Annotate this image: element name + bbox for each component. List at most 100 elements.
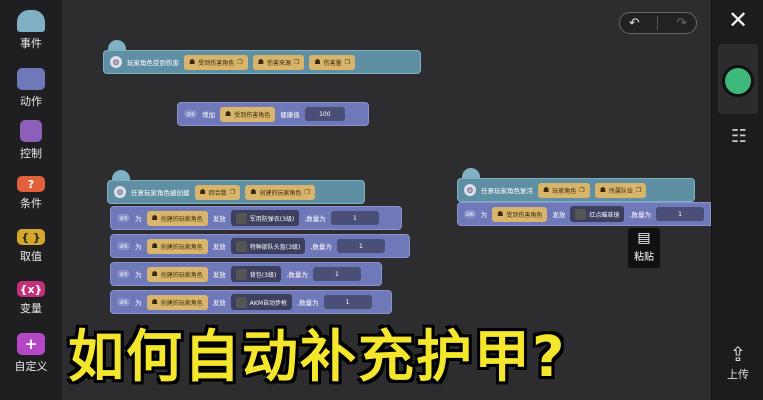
- block-text: 发放: [212, 243, 226, 251]
- category-label: 变量: [20, 302, 42, 315]
- slot-label: 创建的玩家角色: [160, 243, 203, 251]
- param-slot[interactable]: ☗创建的玩家角色: [146, 266, 208, 282]
- param-slot[interactable]: ☗伤害来源❐: [252, 54, 305, 70]
- copy-icon: ❐: [293, 58, 300, 66]
- backpack-icon: [235, 268, 247, 280]
- close-icon: ✕: [727, 6, 749, 34]
- category-variable[interactable]: {x} 变量: [0, 281, 62, 316]
- param-slot[interactable]: ☗玩家角色❐: [538, 182, 590, 198]
- item-label: 特种部队头盔(3级): [249, 243, 301, 251]
- item-selector[interactable]: 背包(3级): [230, 266, 282, 282]
- spr-tag: SPR: [117, 298, 130, 306]
- event-hat: [462, 168, 480, 180]
- divider: [657, 16, 659, 30]
- event-block-player-created[interactable]: ⚙ 任意玩家角色被创建 ☗回合数❐ ☗创建的玩家角色❐: [107, 180, 365, 204]
- param-slot[interactable]: ☗伤害量❐: [309, 54, 356, 70]
- category-value[interactable]: { } 取值: [0, 229, 62, 264]
- block-text: 为: [480, 211, 488, 219]
- action-block-give-item[interactable]: SPR 为 ☗创建的玩家角色 发放 AKM自动步枪 ,数量为 1: [110, 290, 392, 314]
- block-text: ,数量为: [286, 271, 308, 279]
- block-text: ,数量为: [304, 215, 326, 223]
- quantity-input[interactable]: 1: [330, 211, 379, 225]
- block-text: 健康值: [280, 111, 300, 119]
- block-text: 增加: [202, 111, 215, 119]
- quantity-input[interactable]: 1: [336, 239, 385, 253]
- event-block-player-damaged[interactable]: ⚙ 玩家角色受到伤害 ☗受到伤害角色❐ ☗伤害来源❐ ☗伤害量❐: [103, 50, 421, 74]
- category-sidebar: 事件 动作 控制 ? 条件 { } 取值 {x} 变量 + 自定义: [0, 0, 62, 400]
- param-slot[interactable]: ☗回合数❐: [194, 184, 241, 200]
- redo-button[interactable]: ↷: [676, 15, 688, 31]
- quantity-input[interactable]: 1: [656, 207, 704, 221]
- close-button[interactable]: ✕: [712, 6, 763, 34]
- gear-icon[interactable]: ⚙: [464, 184, 476, 196]
- param-slot[interactable]: ☗受到伤害角色❐: [184, 54, 248, 70]
- player-icon: ☗: [151, 298, 158, 306]
- action-block-give-item[interactable]: SPR 为 ☗创建的玩家角色 发放 军用防弹衣(3级) ,数量为 1: [110, 206, 402, 230]
- param-slot[interactable]: ☗受到伤害角色: [492, 206, 548, 222]
- item-label: 红点瞄准镜: [589, 211, 620, 219]
- upload-icon: ⇪: [729, 342, 747, 366]
- quantity-input[interactable]: 1: [323, 295, 372, 309]
- event-hat: [112, 170, 130, 182]
- slot-label: 受到伤害角色: [506, 211, 543, 219]
- block-text: 发放: [212, 271, 226, 279]
- player-icon: ☗: [225, 110, 232, 118]
- slot-label: 伤害来源: [266, 59, 291, 67]
- block-title: 玩家角色受到伤害: [127, 59, 179, 67]
- right-toolbar: ✕ ☷ ⇪ 上传: [711, 0, 763, 400]
- copy-icon: ❐: [304, 188, 310, 196]
- gear-icon[interactable]: ⚙: [110, 56, 122, 68]
- armor-icon: [235, 212, 247, 224]
- paste-button[interactable]: ▤ 粘贴: [628, 228, 660, 268]
- param-slot[interactable]: ☗受到伤害角色: [220, 106, 276, 122]
- event-hat: [108, 40, 126, 52]
- param-slot[interactable]: ☗创建的玩家角色: [146, 210, 208, 226]
- item-label: 背包(3级): [249, 271, 277, 279]
- param-slot[interactable]: ☗创建的玩家角色: [146, 294, 208, 310]
- param-slot[interactable]: ☗所属队伍❐: [594, 182, 647, 198]
- block-text: 发放: [212, 299, 226, 307]
- item-selector[interactable]: 特种部队头盔(3级): [230, 238, 306, 254]
- action-block-give-item[interactable]: SPR 为 ☗受到伤害角色 发放 红点瞄准镜 ,数量为 1: [457, 202, 711, 226]
- copy-icon: ❐: [579, 186, 585, 194]
- spr-tag: SPR: [117, 270, 130, 278]
- copy-icon: ❐: [229, 188, 236, 196]
- category-action[interactable]: 动作: [0, 68, 62, 109]
- action-block-give-item[interactable]: SPR 为 ☗创建的玩家角色 发放 特种部队头盔(3级) ,数量为 1: [110, 234, 410, 258]
- slot-label: 创建的玩家角色: [160, 215, 203, 223]
- category-label: 取值: [20, 250, 42, 263]
- block-title: 任意玩家角色被创建: [131, 189, 190, 197]
- upload-button[interactable]: ⇪ 上传: [712, 342, 763, 382]
- item-label: 军用防弹衣(3级): [249, 215, 295, 223]
- category-control[interactable]: 控制: [0, 120, 62, 161]
- player-icon: ☗: [151, 214, 158, 222]
- item-label: AKM自动步枪: [249, 299, 288, 307]
- category-condition[interactable]: ? 条件: [0, 176, 62, 211]
- category-label: 条件: [20, 197, 42, 210]
- undo-button[interactable]: ↶: [628, 15, 640, 31]
- globe-icon[interactable]: [722, 65, 754, 97]
- copy-icon: ❐: [237, 58, 243, 66]
- category-event[interactable]: 事件: [0, 10, 62, 51]
- value-input[interactable]: 100: [304, 107, 345, 121]
- item-selector[interactable]: 军用防弹衣(3级): [230, 210, 300, 226]
- player-icon: ☗: [543, 186, 550, 194]
- value-braces-icon: { }: [17, 229, 45, 245]
- param-slot[interactable]: ☗创建的玩家角色❐: [245, 184, 315, 200]
- category-custom[interactable]: + 自定义: [0, 333, 62, 374]
- block-text: 发放: [552, 211, 566, 219]
- action-block-add-health[interactable]: SPR 增加 ☗受到伤害角色 健康值 100: [177, 102, 369, 126]
- tree-structure-icon[interactable]: ☷: [730, 126, 748, 147]
- block-text: ,数量为: [629, 211, 651, 219]
- param-slot[interactable]: ☗创建的玩家角色: [146, 238, 208, 254]
- undo-redo-toolbar: ↶ ↷: [619, 12, 697, 34]
- overlay-caption: 如何自动补充护甲?: [68, 325, 567, 390]
- clipboard-icon: ▤: [637, 230, 651, 246]
- event-block-player-revive[interactable]: ⚙ 任意玩家角色复活 ☗玩家角色❐ ☗所属队伍❐: [457, 178, 695, 202]
- quantity-input[interactable]: 1: [312, 267, 361, 281]
- gear-icon[interactable]: ⚙: [114, 186, 126, 198]
- item-selector[interactable]: 红点瞄准镜: [570, 206, 625, 222]
- item-selector[interactable]: AKM自动步枪: [230, 294, 293, 310]
- action-block-give-item[interactable]: SPR 为 ☗创建的玩家角色 发放 背包(3级) ,数量为 1: [110, 262, 382, 286]
- slot-label: 创建的玩家角色: [160, 299, 203, 307]
